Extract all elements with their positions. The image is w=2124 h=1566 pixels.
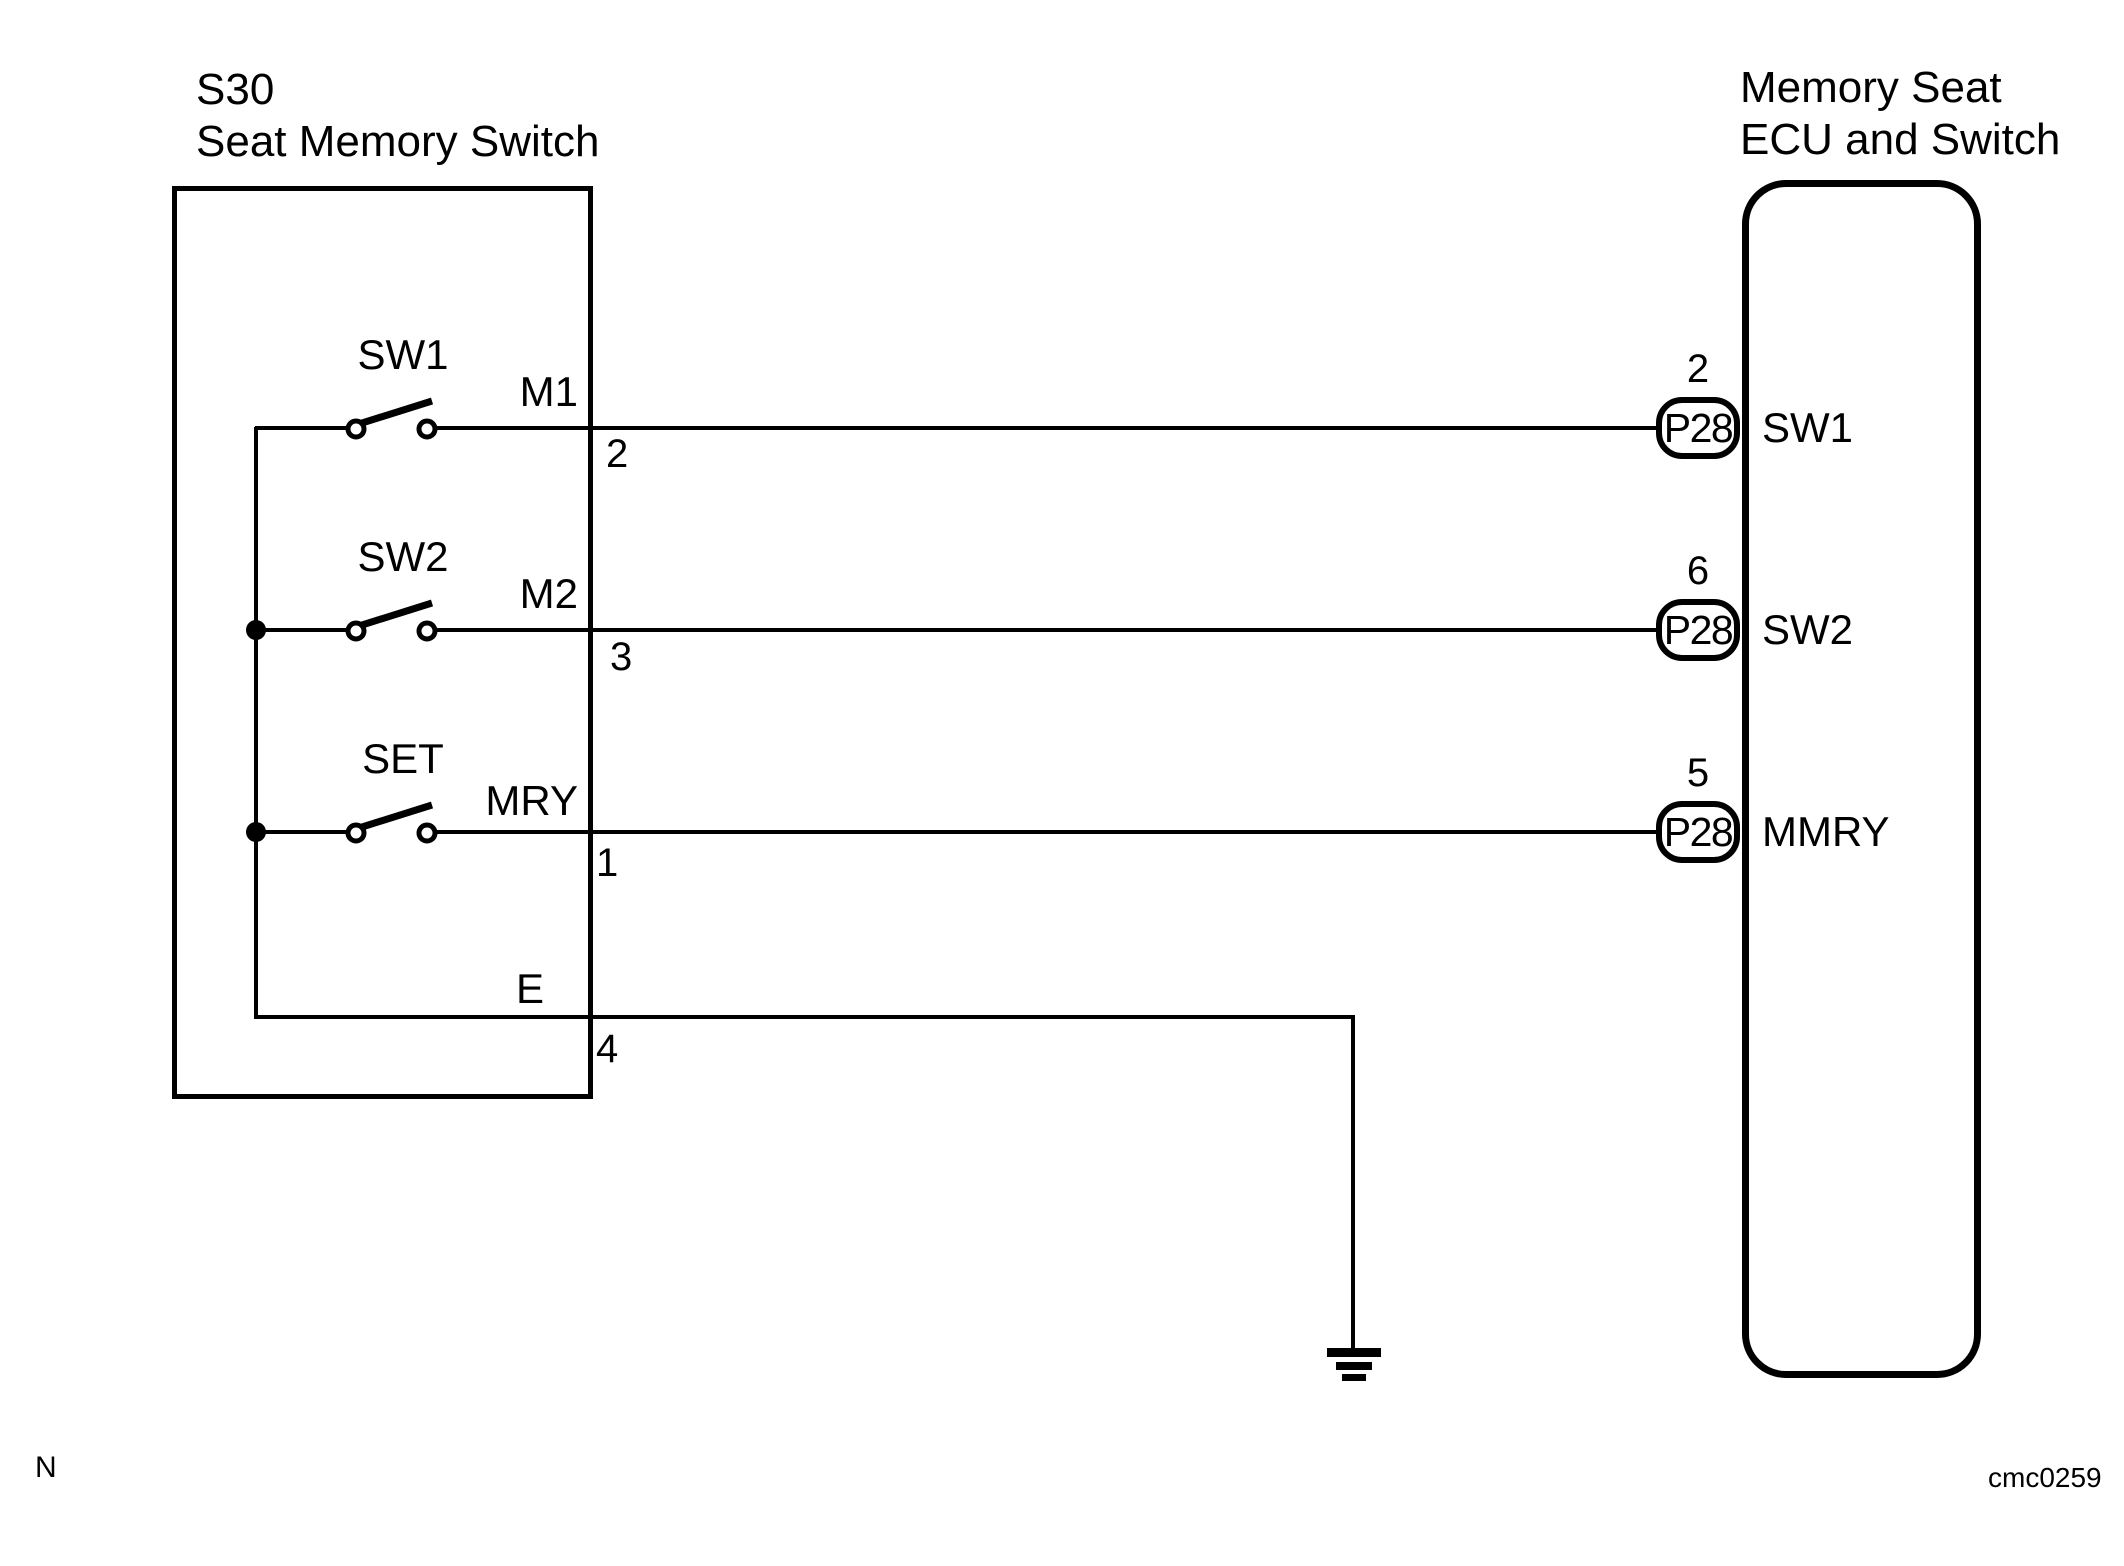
junction-dot-set bbox=[246, 822, 266, 842]
s30-title: S30 Seat Memory Switch bbox=[196, 64, 599, 168]
corner-note: N bbox=[35, 1451, 57, 1484]
ground-icon bbox=[1327, 1348, 1381, 1381]
connector-p28-pin6-label: P28 bbox=[1663, 606, 1734, 653]
wire-sw1-right bbox=[435, 426, 1657, 430]
ecu-signal-sw2-label: SW2 bbox=[1762, 606, 1854, 653]
ecu-title-line1: Memory Seat bbox=[1740, 63, 2002, 112]
junction-dot-sw2 bbox=[246, 620, 266, 640]
ecu-signal-sw1-label: SW1 bbox=[1762, 404, 1854, 451]
connector-p28-pin6: P28 bbox=[1656, 599, 1740, 661]
ecu-signal-mmry-label: MMRY bbox=[1762, 808, 1890, 855]
switch-sw2-label: SW2 bbox=[357, 533, 449, 580]
ecu-pin-number-2: 2 bbox=[1686, 347, 1710, 391]
connector-p28-pin2: P28 bbox=[1656, 397, 1740, 459]
switch-sw2-icon bbox=[345, 599, 438, 642]
pin-number-mry: 1 bbox=[596, 841, 619, 885]
terminal-mry-label: MRY bbox=[485, 777, 578, 824]
pin-number-e: 4 bbox=[596, 1027, 619, 1071]
switch-sw1-icon bbox=[345, 397, 438, 440]
wire-sw2-left bbox=[255, 628, 347, 632]
switch-set-label: SET bbox=[362, 735, 444, 782]
seat-memory-switch-box bbox=[172, 186, 593, 1099]
ecu-title-line2: ECU and Switch bbox=[1740, 115, 2061, 164]
terminal-m1-label: M1 bbox=[519, 368, 578, 415]
switch-sw1-label: SW1 bbox=[357, 331, 449, 378]
wire-ground-horizontal bbox=[255, 1015, 1355, 1019]
wire-sw1-left bbox=[255, 426, 347, 430]
memory-seat-ecu-box bbox=[1742, 180, 1981, 1378]
connector-p28-pin5-label: P28 bbox=[1663, 808, 1734, 855]
switch-set-icon bbox=[345, 801, 438, 844]
wire-set-left bbox=[255, 830, 347, 834]
wire-set-right bbox=[435, 830, 1657, 834]
s30-id-label: S30 bbox=[196, 65, 275, 114]
terminal-e-label: E bbox=[515, 965, 544, 1012]
terminal-m2-label: M2 bbox=[519, 570, 578, 617]
pin-number-m2: 3 bbox=[610, 635, 633, 679]
branch-bus-wire bbox=[254, 427, 258, 1019]
ecu-pin-number-5: 5 bbox=[1686, 751, 1710, 795]
pin-number-m1: 2 bbox=[606, 432, 629, 476]
ecu-title: Memory Seat ECU and Switch bbox=[1740, 62, 2060, 166]
wire-ground-vertical bbox=[1351, 1015, 1355, 1355]
figure-code: cmc0259 bbox=[1988, 1462, 2102, 1493]
connector-p28-pin5: P28 bbox=[1656, 801, 1740, 863]
s30-name-label: Seat Memory Switch bbox=[196, 117, 600, 166]
connector-p28-pin2-label: P28 bbox=[1663, 404, 1734, 451]
wire-sw2-right bbox=[435, 628, 1657, 632]
ecu-pin-number-6: 6 bbox=[1686, 549, 1710, 593]
